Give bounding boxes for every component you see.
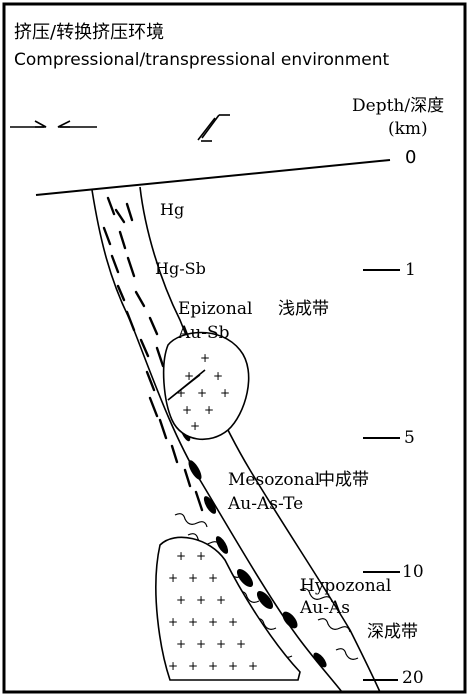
depth-tick-label-5: 5	[404, 430, 415, 447]
svg-text:+: +	[196, 637, 206, 651]
svg-text:+: +	[182, 403, 192, 417]
upper-pluton: + + + + + + + + +	[164, 333, 249, 440]
zone-label-epizonal-cn: 浅成带	[278, 301, 329, 318]
ground-surface-line	[36, 160, 390, 195]
transpression-arrows-icon	[198, 115, 230, 141]
svg-text:+: +	[190, 419, 200, 433]
zone-label-epizonal-metals: Au-Sb	[178, 325, 230, 342]
compression-arrows-icon	[10, 121, 97, 127]
zone-label-epizonal: Epizonal	[178, 301, 252, 318]
zone-label-mesozonal-metals: Au-As-Te	[228, 496, 303, 513]
svg-text:+: +	[196, 593, 206, 607]
svg-text:+: +	[176, 593, 186, 607]
svg-text:+: +	[200, 351, 210, 365]
svg-text:+: +	[228, 659, 238, 673]
depth-axis-label: Depth/深度	[352, 98, 444, 115]
svg-text:+: +	[213, 369, 223, 383]
svg-text:+: +	[204, 403, 214, 417]
svg-text:+: +	[208, 659, 218, 673]
zone-label-hypozonal-metals: Au-As	[300, 600, 350, 617]
depth-tick-label-0: 0	[405, 149, 416, 167]
zone-label-mesozonal: Mesozonal	[228, 472, 320, 489]
svg-text:+: +	[220, 386, 230, 400]
svg-text:+: +	[248, 659, 258, 673]
depth-axis-unit: (km)	[388, 121, 428, 138]
depth-tick-label-20: 20	[402, 670, 424, 687]
svg-text:+: +	[188, 659, 198, 673]
svg-text:+: +	[188, 615, 198, 629]
zone-label-mesozonal-cn: 中成带	[318, 472, 369, 489]
svg-text:+: +	[196, 549, 206, 563]
svg-text:+: +	[168, 615, 178, 629]
svg-text:+: +	[176, 637, 186, 651]
svg-text:+: +	[168, 659, 178, 673]
svg-text:+: +	[216, 637, 226, 651]
title-chinese: 挤压/转换挤压环境	[14, 24, 164, 42]
svg-text:+: +	[228, 615, 238, 629]
svg-text:+: +	[208, 571, 218, 585]
depth-tick-label-10: 10	[402, 564, 424, 581]
svg-text:+: +	[197, 386, 207, 400]
zone-label-hg-sb: Hg-Sb	[155, 261, 206, 277]
depth-tick-label-1: 1	[405, 262, 416, 279]
svg-text:+: +	[216, 593, 226, 607]
svg-text:+: +	[236, 637, 246, 651]
title-english: Compressional/transpressional environmen…	[14, 52, 389, 69]
svg-text:+: +	[168, 571, 178, 585]
zone-label-hypozonal-cn: 深成带	[367, 624, 418, 641]
svg-text:+: +	[176, 549, 186, 563]
svg-text:+: +	[188, 571, 198, 585]
zone-label-hypozonal: Hypozonal	[300, 578, 391, 595]
svg-text:+: +	[208, 615, 218, 629]
zone-label-hg: Hg	[160, 202, 184, 218]
